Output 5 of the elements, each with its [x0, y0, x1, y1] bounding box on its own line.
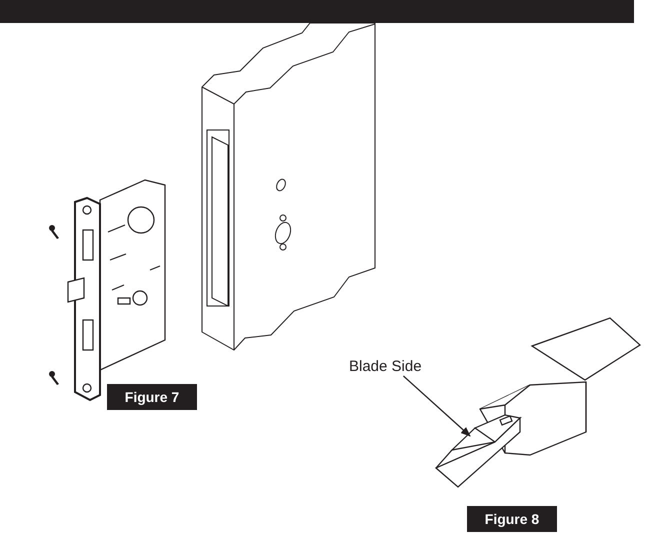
- leader-arrow: [403, 376, 471, 437]
- figure-label: Figure 7: [107, 384, 197, 410]
- blade-drawing: [434, 414, 522, 488]
- callout-label: Blade Side: [349, 358, 422, 375]
- figure-label: Figure 8: [467, 506, 557, 532]
